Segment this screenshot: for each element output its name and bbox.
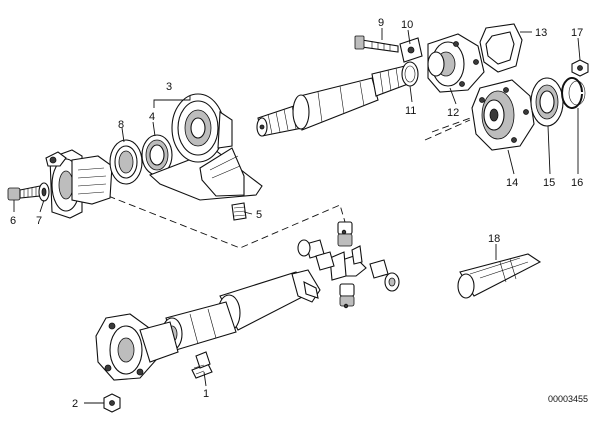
bolt-part-5: [231, 202, 247, 221]
callout-5: 5: [256, 209, 262, 221]
lower-propeller-shaft: [161, 269, 321, 351]
document-number: 00003455: [548, 394, 588, 404]
callout-6: 6: [10, 215, 16, 227]
bolt-part-1: [191, 351, 213, 379]
callout-11: 11: [405, 105, 416, 117]
callout-4: 4: [149, 111, 155, 123]
grease-tube-part-18: [457, 253, 542, 299]
upper-propeller-shaft: [256, 65, 409, 137]
callout-3: 3: [166, 81, 172, 93]
callout-9: 9: [378, 17, 384, 29]
bolt-part-6: [7, 185, 41, 201]
lock-plate-part-10: [399, 37, 423, 63]
callout-16: 16: [571, 177, 583, 189]
flex-disc-part-14: [471, 79, 535, 151]
callout-18: 18: [488, 233, 500, 245]
callout-14: 14: [506, 177, 518, 189]
callout-17: 17: [571, 27, 583, 39]
callout-leader-lines: [13, 28, 581, 404]
gasket-ring-part-13: [479, 23, 523, 73]
callout-2: 2: [72, 398, 78, 410]
lower-flange-yoke: [95, 313, 179, 381]
circlip-part-16: [561, 77, 586, 109]
flange-joint-part-7: [45, 149, 113, 219]
nut-part-17: [571, 59, 589, 77]
bolt-part-9: [354, 35, 399, 53]
callout-12: 12: [447, 107, 459, 119]
clamp-ring-part-11: [401, 61, 419, 87]
seal-ring-part-15: [530, 77, 564, 127]
callout-10: 10: [401, 19, 413, 31]
universal-joint-cross: [297, 221, 400, 309]
callout-labels: 1 2 3 4 5 6 7 8 9 10 11 12 13 14 15 16 1…: [10, 17, 583, 410]
washer-part-7: [38, 182, 50, 202]
center-bearing-support-part-3: [148, 93, 263, 201]
callout-7: 7: [36, 215, 42, 227]
seal-ring-part-8: [109, 139, 143, 185]
nut-part-2: [103, 393, 121, 413]
callout-1: 1: [203, 388, 209, 400]
flange-part-12: [427, 33, 485, 93]
callout-8: 8: [118, 119, 124, 131]
callout-13: 13: [535, 27, 547, 39]
bearing-part-4: [141, 134, 173, 176]
callout-15: 15: [543, 177, 555, 189]
